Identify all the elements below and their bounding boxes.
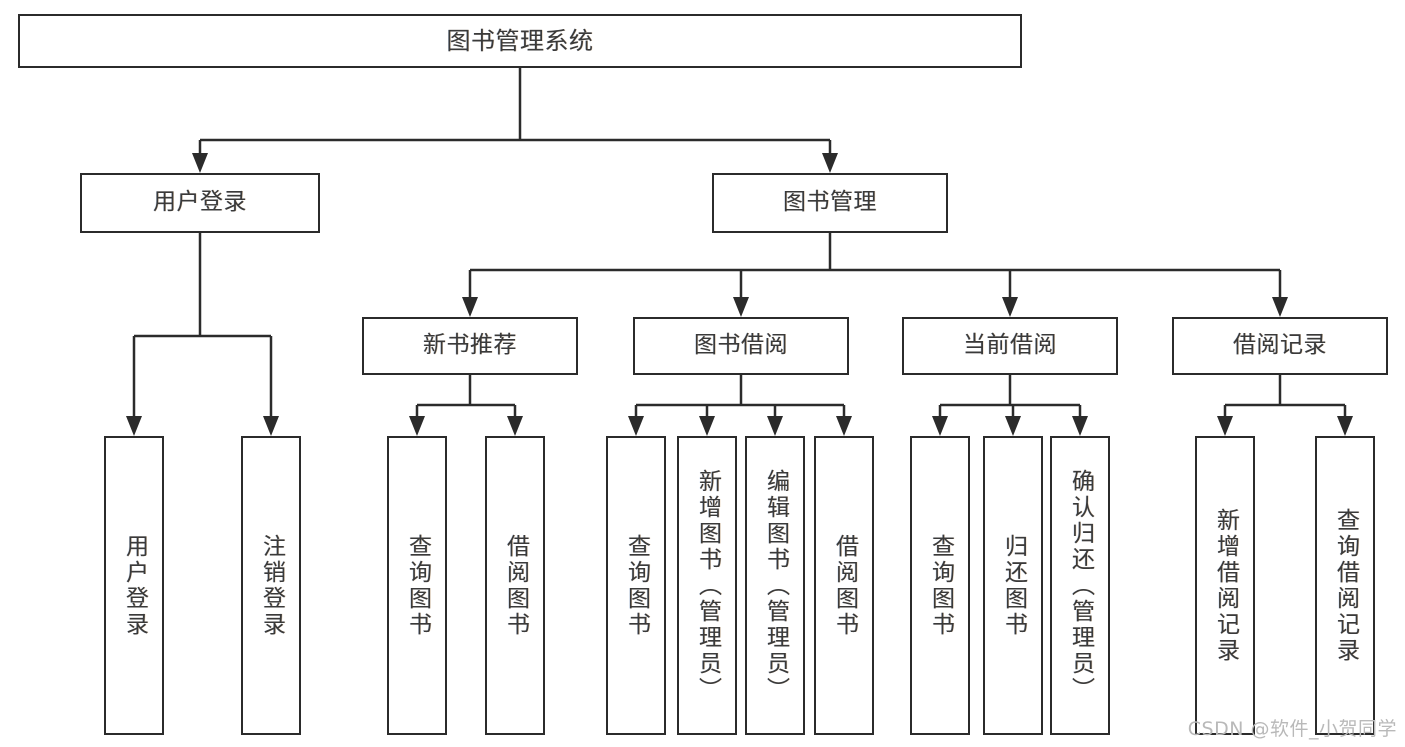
arrow-head-icon — [1002, 297, 1018, 317]
node-book-manage[interactable]: 图书管理 — [712, 173, 948, 233]
node-leaf-cur-query-book[interactable]: 查询图书 — [910, 436, 970, 735]
node-label: 归还图书 — [1000, 533, 1027, 638]
node-label: 图书借阅 — [694, 332, 788, 359]
node-label: 借阅图书 — [502, 533, 529, 638]
node-current-borrow[interactable]: 当前借阅 — [902, 317, 1118, 375]
arrow-head-icon — [192, 153, 208, 173]
arrow-head-icon — [733, 297, 749, 317]
node-label: 当前借阅 — [963, 332, 1057, 359]
node-label: 查询图书 — [623, 533, 650, 638]
node-label: 新书推荐 — [423, 332, 517, 359]
node-borrow-record[interactable]: 借阅记录 — [1172, 317, 1388, 375]
node-leaf-rec-query-book[interactable]: 查询图书 — [387, 436, 447, 735]
node-label: 新增图书（管理员） — [694, 468, 721, 703]
node-label: 确认归还（管理员） — [1067, 468, 1094, 703]
arrow-head-icon — [126, 416, 142, 436]
node-label: 注销登录 — [258, 533, 285, 638]
node-leaf-rec-borrow-book[interactable]: 借阅图书 — [485, 436, 545, 735]
arrow-head-icon — [1072, 416, 1088, 436]
connector-lines — [126, 68, 1353, 436]
node-leaf-return-book[interactable]: 归还图书 — [983, 436, 1043, 735]
node-leaf-logout[interactable]: 注销登录 — [241, 436, 301, 735]
node-leaf-confirm-return[interactable]: 确认归还（管理员） — [1050, 436, 1110, 735]
node-label: 用户登录 — [121, 533, 148, 638]
arrow-head-icon — [1217, 416, 1233, 436]
arrow-head-icon — [1272, 297, 1288, 317]
node-leaf-borrow-query-book[interactable]: 查询图书 — [606, 436, 666, 735]
arrow-head-icon — [932, 416, 948, 436]
node-label: 新增借阅记录 — [1212, 507, 1239, 664]
arrow-head-icon — [767, 416, 783, 436]
node-leaf-borrow-book[interactable]: 借阅图书 — [814, 436, 874, 735]
node-label: 查询图书 — [404, 533, 431, 638]
arrow-head-icon — [822, 153, 838, 173]
node-root[interactable]: 图书管理系统 — [18, 14, 1022, 68]
node-new-book-rec[interactable]: 新书推荐 — [362, 317, 578, 375]
node-label: 借阅记录 — [1233, 332, 1327, 359]
arrow-head-icon — [409, 416, 425, 436]
node-label: 用户登录 — [153, 189, 247, 216]
node-label: 图书管理系统 — [446, 26, 594, 55]
arrow-head-icon — [1005, 416, 1021, 436]
node-label: 查询借阅记录 — [1332, 507, 1359, 664]
node-leaf-add-book[interactable]: 新增图书（管理员） — [677, 436, 737, 735]
node-leaf-edit-book[interactable]: 编辑图书（管理员） — [745, 436, 805, 735]
node-label: 编辑图书（管理员） — [762, 468, 789, 703]
arrow-head-icon — [462, 297, 478, 317]
arrow-head-icon — [836, 416, 852, 436]
node-label: 借阅图书 — [831, 533, 858, 638]
node-label: 查询图书 — [927, 533, 954, 638]
arrow-head-icon — [1337, 416, 1353, 436]
arrow-head-icon — [263, 416, 279, 436]
node-leaf-query-record[interactable]: 查询借阅记录 — [1315, 436, 1375, 735]
arrow-head-icon — [507, 416, 523, 436]
node-label: 图书管理 — [783, 189, 877, 216]
node-leaf-user-login[interactable]: 用户登录 — [104, 436, 164, 735]
arrow-head-icon — [628, 416, 644, 436]
node-user-login[interactable]: 用户登录 — [80, 173, 320, 233]
arrow-head-icon — [699, 416, 715, 436]
node-leaf-add-record[interactable]: 新增借阅记录 — [1195, 436, 1255, 735]
node-book-borrow[interactable]: 图书借阅 — [633, 317, 849, 375]
